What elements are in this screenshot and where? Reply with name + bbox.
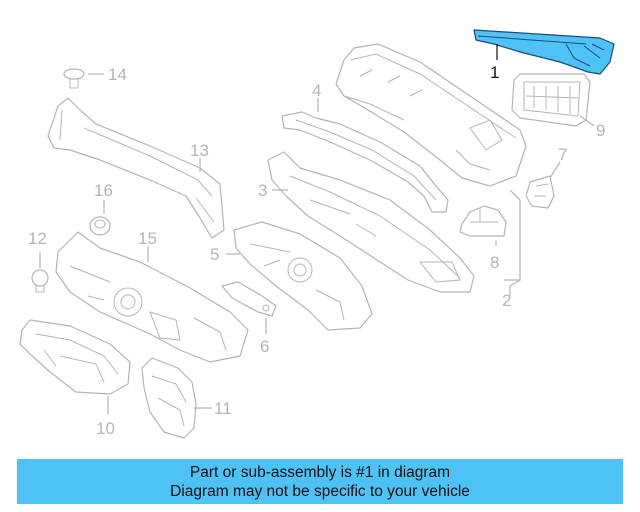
- part-15-silencer: [55, 231, 249, 363]
- leader-7: [549, 161, 561, 179]
- callout-7: 7: [558, 145, 567, 164]
- parts-diagram: 1 9 4 7 8 2 3: [19, 29, 615, 439]
- callout-12: 12: [28, 229, 47, 248]
- part-11-side-insulator: [141, 357, 197, 439]
- part-5-insulator: [233, 221, 373, 331]
- part-14-clip: [63, 68, 85, 89]
- callout-15: 15: [138, 229, 157, 248]
- banner-line-2: Diagram may not be specific to your vehi…: [170, 482, 470, 500]
- part-10-lower-insulator: [19, 319, 131, 395]
- callout-5: 5: [210, 245, 219, 264]
- part-8-mount: [459, 205, 507, 237]
- callout-6: 6: [260, 337, 269, 356]
- callout-13: 13: [190, 141, 209, 160]
- part-7-bracket: [525, 175, 555, 209]
- part-12-plug: [31, 269, 49, 293]
- part-3-dash-panel: [267, 151, 475, 293]
- part-16-grommet: [89, 216, 111, 236]
- callout-10: 10: [96, 419, 115, 438]
- callout-4: 4: [312, 81, 321, 100]
- part-6-bracket: [221, 281, 277, 317]
- leader-2-bracket: [504, 189, 521, 296]
- callout-8: 8: [490, 253, 499, 272]
- part-9-grille: [511, 73, 591, 127]
- callout-1: 1: [490, 63, 499, 82]
- callout-9: 9: [596, 121, 605, 140]
- part-13-cross-member: [47, 97, 225, 239]
- part-1-cowl-cover[interactable]: [473, 29, 615, 75]
- callout-14: 14: [108, 65, 127, 84]
- callout-2: 2: [502, 291, 511, 310]
- callout-11: 11: [214, 399, 232, 418]
- banner-line-1: Part or sub-assembly is #1 in diagram: [189, 463, 451, 481]
- info-banner: Part or sub-assembly is #1 in diagram Di…: [17, 459, 623, 504]
- part-2-cowl-panel: [335, 43, 527, 187]
- callout-16: 16: [94, 181, 113, 200]
- callout-3: 3: [258, 181, 267, 200]
- part-4-brace: [281, 111, 449, 213]
- leader-9: [579, 115, 595, 127]
